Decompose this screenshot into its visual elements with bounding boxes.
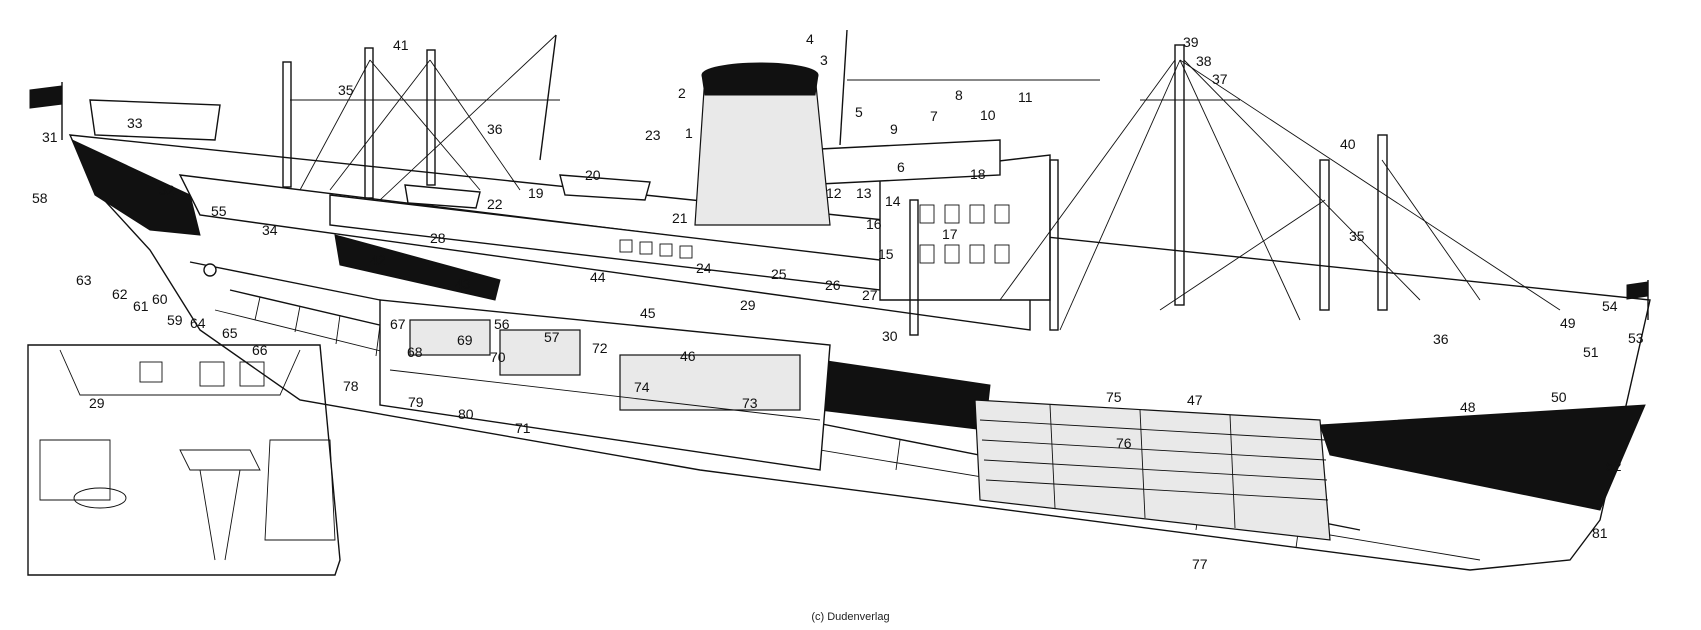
- label-79: 79: [408, 394, 424, 410]
- label-7: 7: [930, 108, 938, 124]
- label-16: 16: [866, 216, 882, 232]
- label-36: 36: [487, 121, 503, 137]
- label-13: 13: [856, 185, 872, 201]
- label-32: 32: [159, 182, 175, 198]
- label-4: 4: [806, 31, 814, 47]
- label-6: 6: [897, 159, 905, 175]
- label-74: 74: [634, 379, 650, 395]
- label-55: 55: [211, 203, 227, 219]
- label-28: 28: [430, 230, 446, 246]
- label-40: 40: [1340, 136, 1356, 152]
- label-49: 49: [1560, 315, 1576, 331]
- label-14: 14: [885, 193, 901, 209]
- label-56: 56: [494, 316, 510, 332]
- label-58: 58: [32, 190, 48, 206]
- label-59: 59: [167, 312, 183, 328]
- label-50: 50: [1551, 389, 1567, 405]
- label-70: 70: [490, 349, 506, 365]
- label-43: 43: [455, 276, 471, 292]
- label-54: 54: [1602, 298, 1618, 314]
- label-9: 9: [890, 121, 898, 137]
- label-24: 24: [696, 260, 712, 276]
- label-45: 45: [640, 305, 656, 321]
- label-46: 46: [680, 348, 696, 364]
- label-29-inset: 29: [89, 395, 105, 411]
- label-26: 26: [825, 277, 841, 293]
- label-33: 33: [127, 115, 143, 131]
- label-15: 15: [878, 246, 894, 262]
- label-78: 78: [343, 378, 359, 394]
- label-35: 35: [338, 82, 354, 98]
- label-76: 76: [1116, 435, 1132, 451]
- label-39: 39: [1183, 34, 1199, 50]
- label-73: 73: [742, 395, 758, 411]
- label-36-fore: 36: [1433, 331, 1449, 347]
- label-51: 51: [1583, 344, 1599, 360]
- label-29: 29: [740, 297, 756, 313]
- label-22: 22: [487, 196, 503, 212]
- label-37: 37: [1212, 71, 1228, 87]
- label-11: 11: [1018, 89, 1033, 105]
- label-23: 23: [645, 127, 661, 143]
- superstructure: [29, 62, 1649, 331]
- label-64: 64: [190, 315, 206, 331]
- label-17: 17: [942, 226, 958, 242]
- label-10: 10: [980, 107, 996, 123]
- label-25: 25: [771, 266, 787, 282]
- label-42: 42: [370, 252, 386, 268]
- label-65: 65: [222, 325, 238, 341]
- label-66: 66: [252, 342, 268, 358]
- masts-and-rigging: [282, 29, 1561, 336]
- label-31: 31: [42, 129, 58, 145]
- label-71: 71: [515, 420, 531, 436]
- label-21: 21: [672, 210, 688, 226]
- label-2: 2: [678, 85, 686, 101]
- label-8: 8: [955, 87, 963, 103]
- label-67: 67: [390, 316, 406, 332]
- label-12: 12: [826, 185, 842, 201]
- label-layer: 1 2 3 4 5 6 7 8 9 10 11 12 13 14 15 16 1…: [32, 31, 1644, 572]
- cabin-inset: [27, 344, 341, 576]
- label-63: 63: [76, 272, 92, 288]
- label-19: 19: [528, 185, 544, 201]
- label-61: 61: [133, 298, 149, 314]
- copyright-credit: (c) Dudenverlag: [811, 611, 890, 623]
- label-3: 3: [820, 52, 828, 68]
- label-62: 62: [112, 286, 128, 302]
- label-69: 69: [457, 332, 473, 348]
- label-52: 52: [1606, 458, 1622, 474]
- label-20: 20: [585, 167, 601, 183]
- label-41: 41: [393, 37, 409, 53]
- label-72: 72: [592, 340, 608, 356]
- label-57: 57: [544, 329, 560, 345]
- label-53: 53: [1628, 330, 1644, 346]
- label-60: 60: [152, 291, 168, 307]
- label-68: 68: [407, 344, 423, 360]
- label-75: 75: [1106, 389, 1122, 405]
- label-48: 48: [1460, 399, 1476, 415]
- label-18: 18: [970, 166, 986, 182]
- label-1: 1: [685, 125, 693, 141]
- label-44: 44: [590, 269, 606, 285]
- label-80: 80: [458, 406, 474, 422]
- label-77: 77: [1192, 556, 1208, 572]
- label-81: 81: [1592, 525, 1608, 541]
- label-38: 38: [1196, 53, 1212, 69]
- label-47: 47: [1187, 392, 1203, 408]
- label-34: 34: [262, 222, 278, 238]
- label-35-fore: 35: [1349, 228, 1365, 244]
- label-27: 27: [862, 287, 878, 303]
- label-30: 30: [882, 328, 898, 344]
- label-5: 5: [855, 104, 863, 120]
